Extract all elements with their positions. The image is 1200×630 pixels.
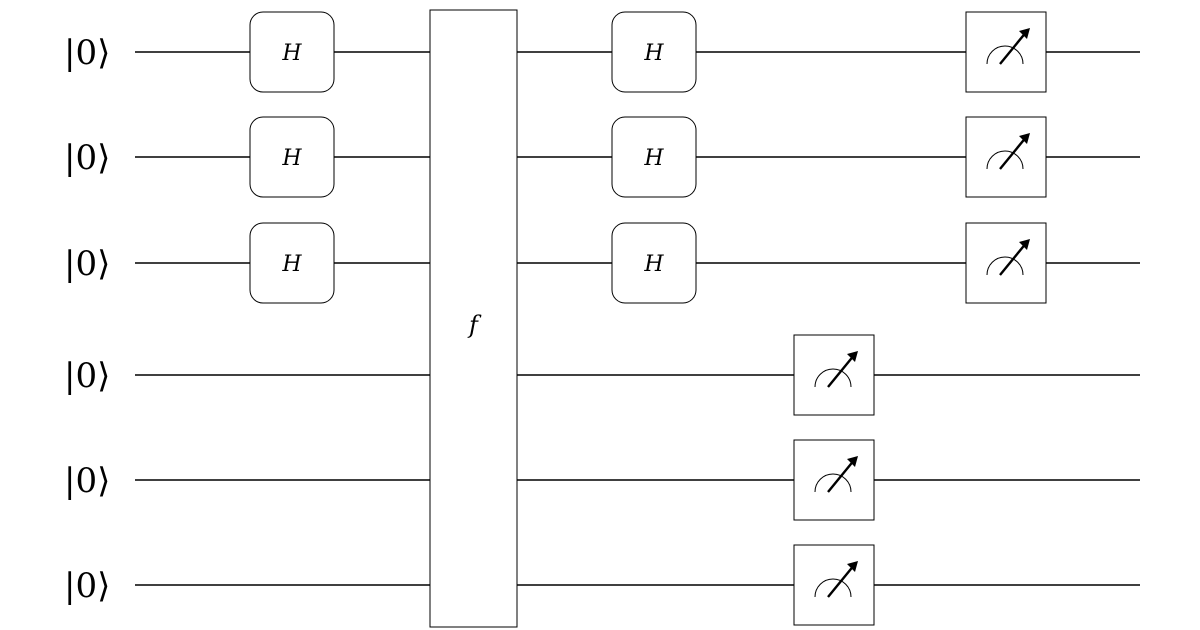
hadamard-gate-box — [611, 11, 697, 93]
meter-icon — [814, 351, 858, 388]
hadamard-gate-box — [249, 222, 335, 304]
oracle-layer: f — [429, 9, 518, 628]
measurement-box — [793, 334, 875, 416]
hadamard-gate-label: H — [643, 41, 664, 66]
hadamard-layer-1: H H H — [249, 11, 335, 304]
hadamard-gate: H — [611, 11, 697, 93]
hadamard-gate-label: H — [643, 252, 664, 277]
hadamard-gate: H — [249, 222, 335, 304]
measurement-layer — [793, 11, 1047, 626]
ket-label: |0⟩ — [64, 138, 110, 178]
measurement-gate — [965, 11, 1047, 93]
measurement-box — [965, 11, 1047, 93]
measurement-box — [965, 116, 1047, 198]
hadamard-gate: H — [611, 116, 697, 198]
measurement-gate — [965, 222, 1047, 304]
measurement-gate — [793, 544, 875, 626]
hadamard-gate-label: H — [281, 41, 302, 66]
ket-label: |0⟩ — [64, 566, 110, 606]
meter-icon — [814, 456, 858, 493]
hadamard-gate-label: H — [281, 146, 302, 171]
hadamard-gate: H — [249, 11, 335, 93]
meter-icon — [986, 28, 1030, 65]
ket-label: |0⟩ — [64, 33, 110, 73]
hadamard-gate-label: H — [643, 146, 664, 171]
hadamard-gate-box — [249, 116, 335, 198]
measurement-gate — [793, 334, 875, 416]
meter-icon — [814, 561, 858, 598]
measurement-box — [793, 439, 875, 521]
hadamard-gate-box — [249, 11, 335, 93]
ket-label: |0⟩ — [64, 244, 110, 284]
meter-icon — [986, 133, 1030, 170]
ket-label: |0⟩ — [64, 461, 110, 501]
hadamard-gate-box — [611, 116, 697, 198]
hadamard-layer-2: H H H — [611, 11, 697, 304]
measurement-box — [965, 222, 1047, 304]
hadamard-gate-box — [611, 222, 697, 304]
measurement-box — [793, 544, 875, 626]
hadamard-gate: H — [249, 116, 335, 198]
measurement-gate — [793, 439, 875, 521]
ket-label: |0⟩ — [64, 356, 110, 396]
hadamard-gate-label: H — [281, 252, 302, 277]
meter-icon — [986, 239, 1030, 276]
hadamard-gate: H — [611, 222, 697, 304]
oracle-box — [429, 9, 518, 628]
ket-labels: |0⟩ |0⟩ |0⟩ |0⟩ |0⟩ |0⟩ — [64, 33, 110, 606]
measurement-gate — [965, 116, 1047, 198]
